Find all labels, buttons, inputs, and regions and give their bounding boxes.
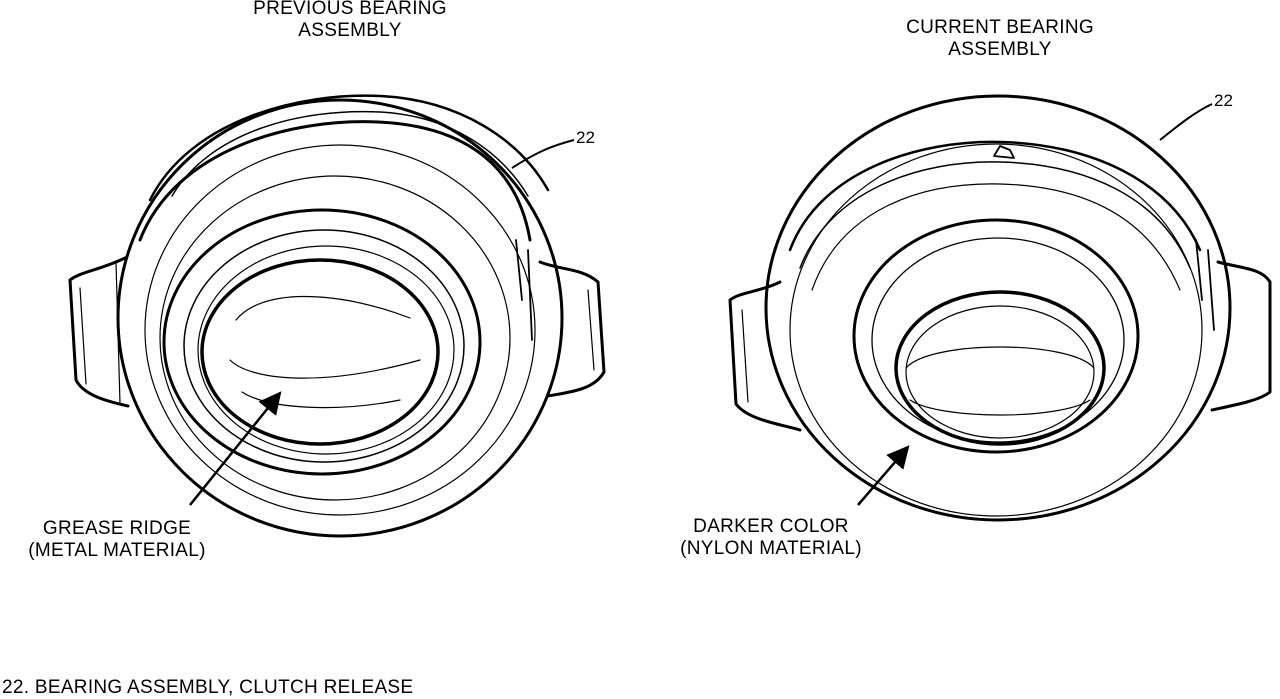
- current-bearing-title: CURRENT BEARING ASSEMBLY: [882, 17, 1118, 61]
- previous-bearing-drawing: [68, 94, 606, 538]
- grease-ridge-caption: GREASE RIDGE (METAL MATERIAL): [2, 518, 232, 562]
- callout-22-left: 22: [576, 128, 595, 147]
- grease-ridge-caption-line1: GREASE RIDGE: [42, 518, 192, 539]
- current-bearing-drawing: [728, 94, 1272, 522]
- current-bearing-title-line1: CURRENT BEARING: [906, 17, 1094, 38]
- leader-line-22-left: [511, 139, 575, 169]
- previous-bearing-title-line2: ASSEMBLY: [298, 20, 402, 41]
- darker-color-caption-line2: (NYLON MATERIAL): [680, 538, 862, 559]
- leader-line-22-right: [1159, 103, 1213, 141]
- grease-ridge-caption-line2: (METAL MATERIAL): [28, 540, 206, 561]
- darker-color-caption-line1: DARKER COLOR: [693, 516, 849, 537]
- legend: 22. BEARING ASSEMBLY, CLUTCH RELEASE: [2, 677, 414, 698]
- callout-22-right: 22: [1214, 91, 1233, 110]
- arrow-darker-color: [857, 445, 910, 506]
- current-bearing-title-line2: ASSEMBLY: [948, 39, 1052, 60]
- previous-bearing-title: PREVIOUS BEARING ASSEMBLY: [232, 0, 468, 42]
- previous-bearing-title-line1: PREVIOUS BEARING: [253, 0, 447, 19]
- darker-color-caption: DARKER COLOR (NYLON MATERIAL): [660, 516, 882, 560]
- arrow-grease-ridge: [189, 391, 282, 506]
